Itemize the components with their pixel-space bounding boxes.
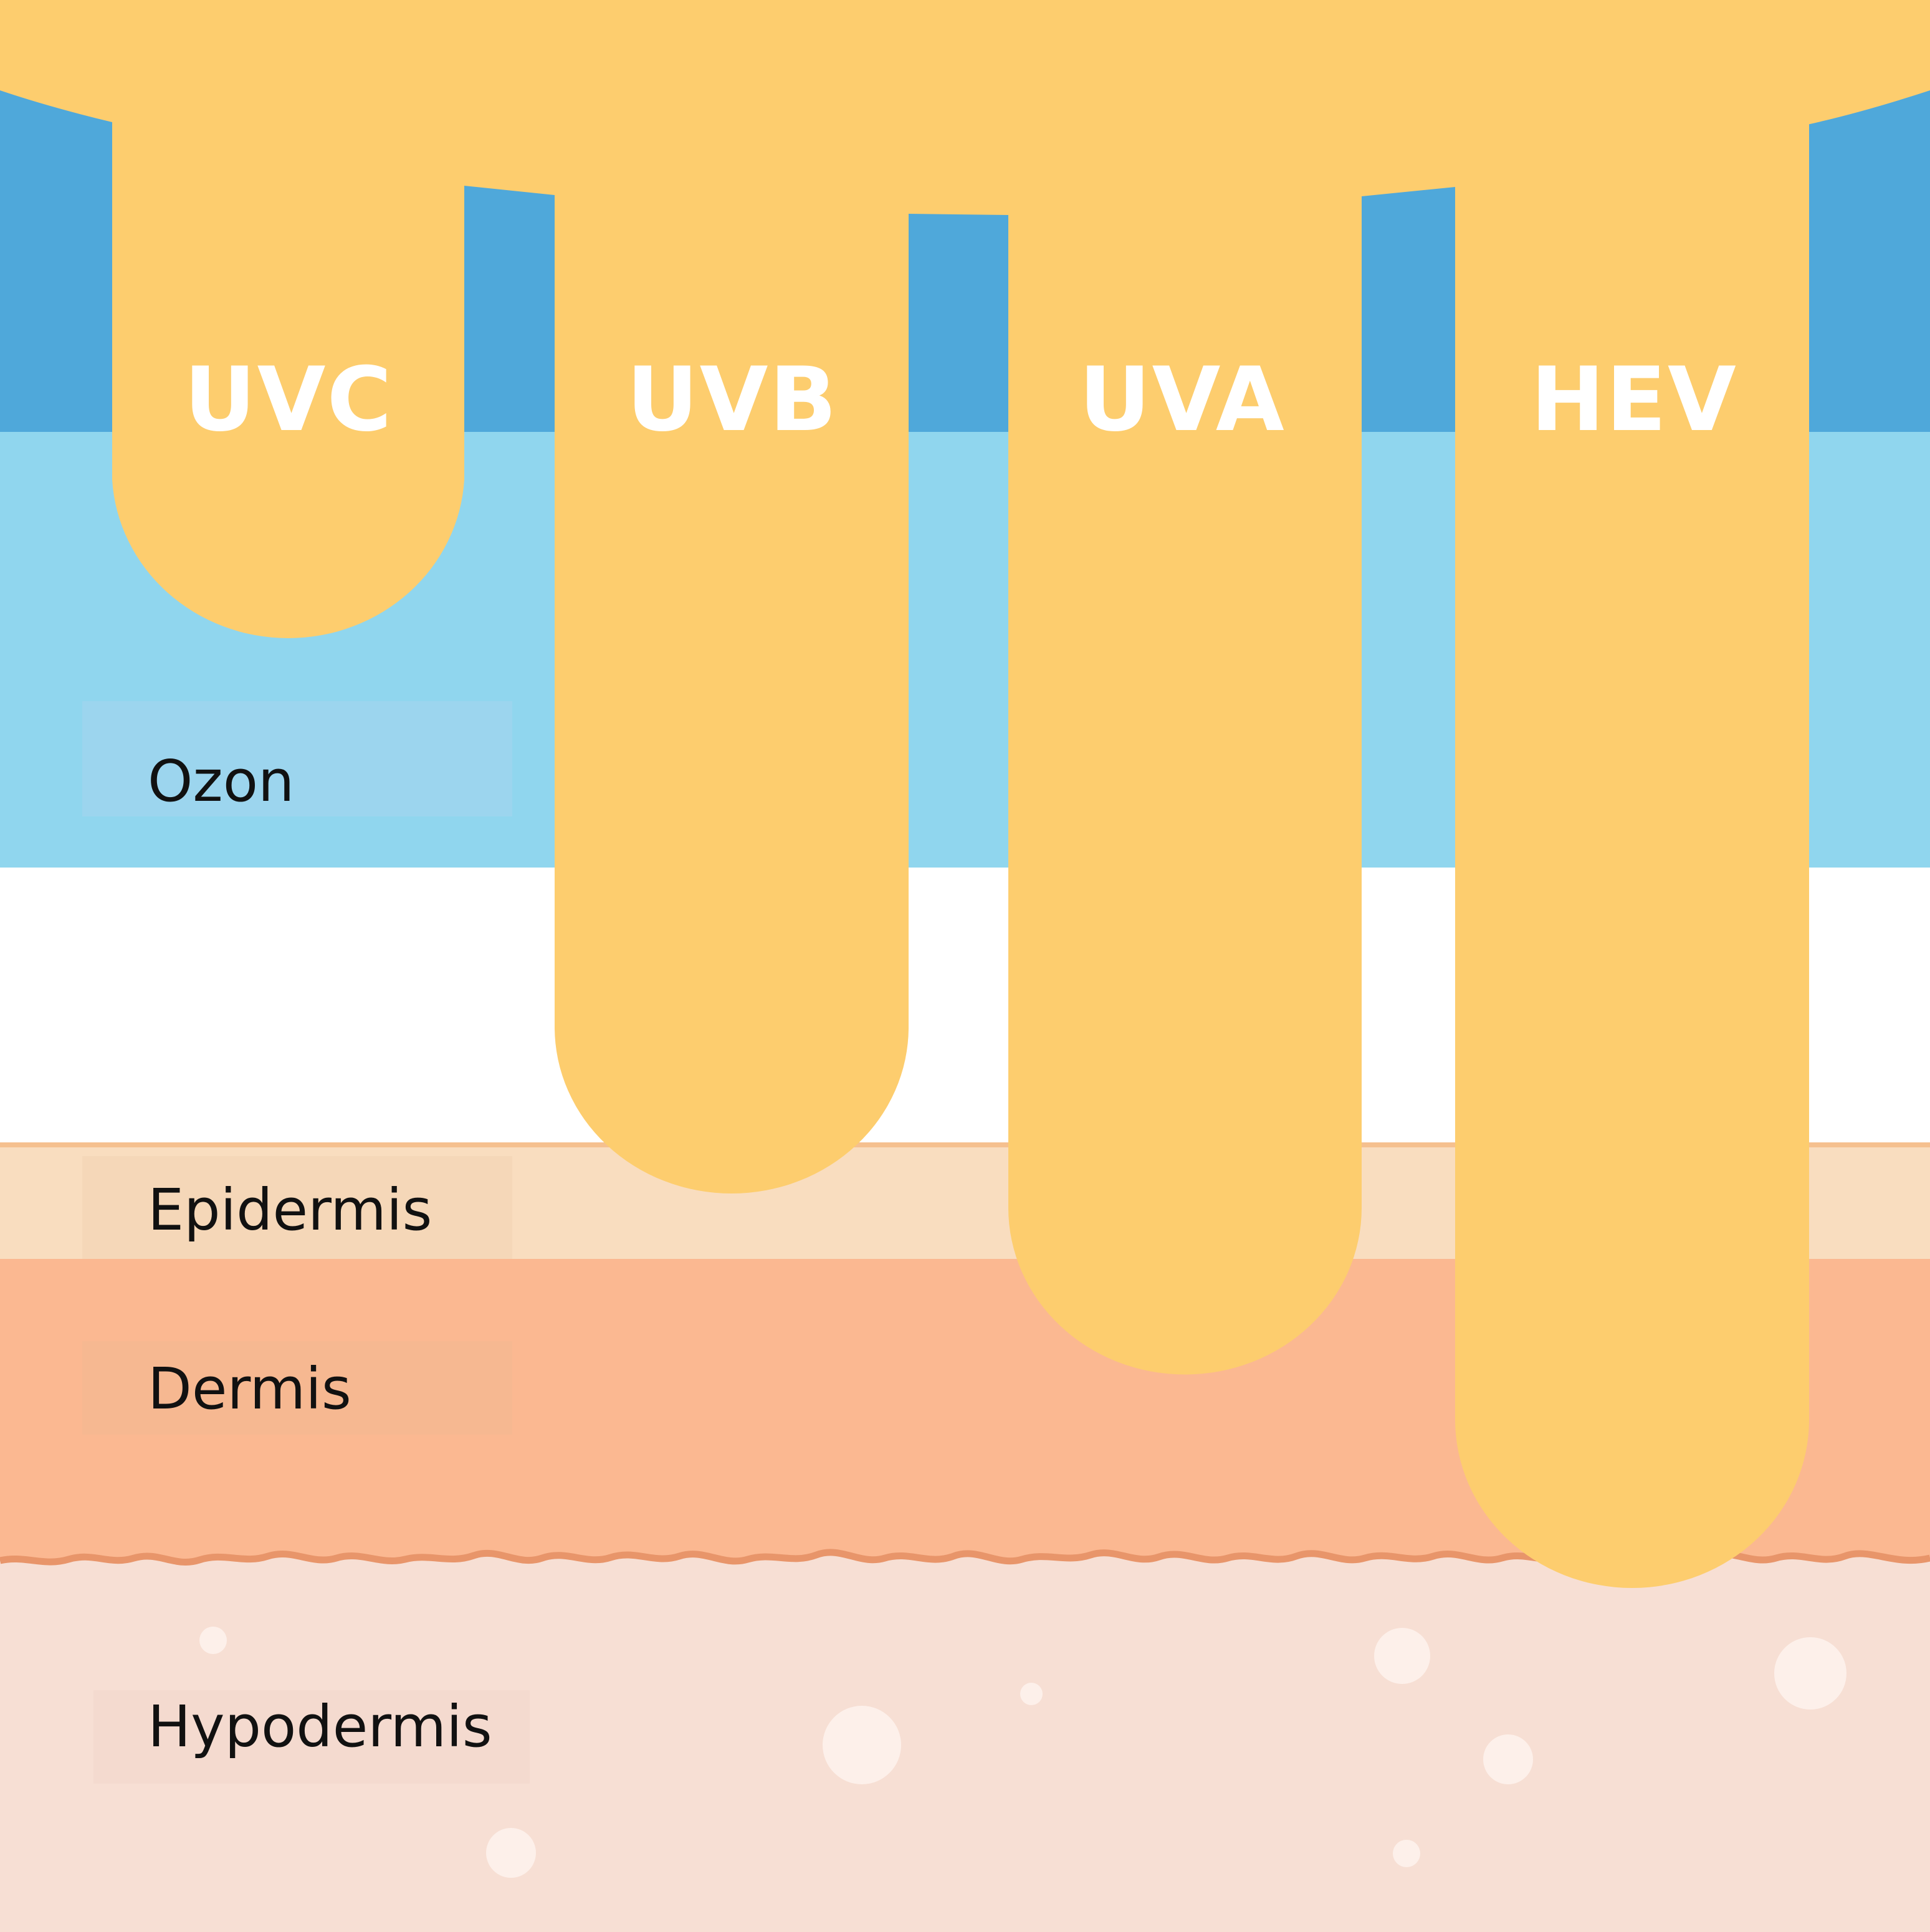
ray-label-uvb: UVB — [626, 348, 838, 451]
fat-bubble — [1774, 1637, 1846, 1710]
uva-ray — [1008, 112, 1362, 1375]
ray-label-uva: UVA — [1079, 348, 1285, 451]
hypodermis-layer — [0, 1552, 1930, 1932]
ray-label-uvc: UVC — [184, 348, 393, 451]
fat-bubble — [486, 1828, 536, 1878]
fat-bubbles — [199, 1627, 1846, 1878]
fat-bubble — [1020, 1683, 1043, 1705]
fat-bubble — [1393, 1840, 1420, 1867]
uvc-ray — [112, 112, 464, 638]
fat-bubble — [1374, 1628, 1430, 1684]
layer-label-ozon: Ozon — [148, 748, 294, 815]
dermis-label-box — [82, 1341, 512, 1435]
hypodermis-label-box — [93, 1690, 530, 1784]
fat-bubble — [199, 1627, 227, 1654]
hev-ray — [1455, 112, 1809, 1588]
layer-label-dermis: Dermis — [148, 1356, 351, 1422]
fat-bubble — [823, 1706, 901, 1784]
uvb-ray — [555, 112, 909, 1193]
ray-label-hev: HEV — [1531, 348, 1737, 451]
epidermis-label-box — [82, 1156, 512, 1259]
sun-band — [0, 0, 1930, 215]
ozon-label-box — [82, 701, 512, 816]
layer-label-hypodermis: Hypodermis — [148, 1693, 492, 1760]
layer-label-epidermis: Epidermis — [148, 1177, 432, 1243]
fat-bubble — [1483, 1734, 1533, 1784]
rays — [0, 0, 1930, 1588]
